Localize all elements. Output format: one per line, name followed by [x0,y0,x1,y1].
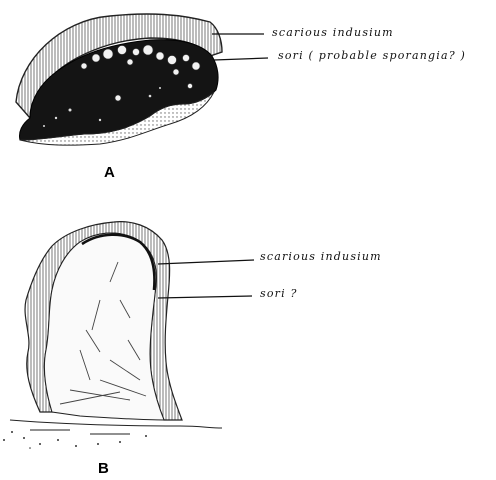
figure-letter-b: B [98,460,109,477]
label-indusium-a: scarious indusium [272,26,394,39]
label-sori-b: sori ? [260,287,298,300]
figure-letter-a: A [104,164,115,181]
leader-line-indusium-b [158,260,254,264]
label-indusium-b: scarious indusium [260,250,382,263]
leader-line-sori-a [214,58,268,60]
leader-line-sori-b [158,296,252,298]
ground-b [10,420,222,434]
label-sori-a: sori ( probable sporangia? ) [278,49,466,62]
